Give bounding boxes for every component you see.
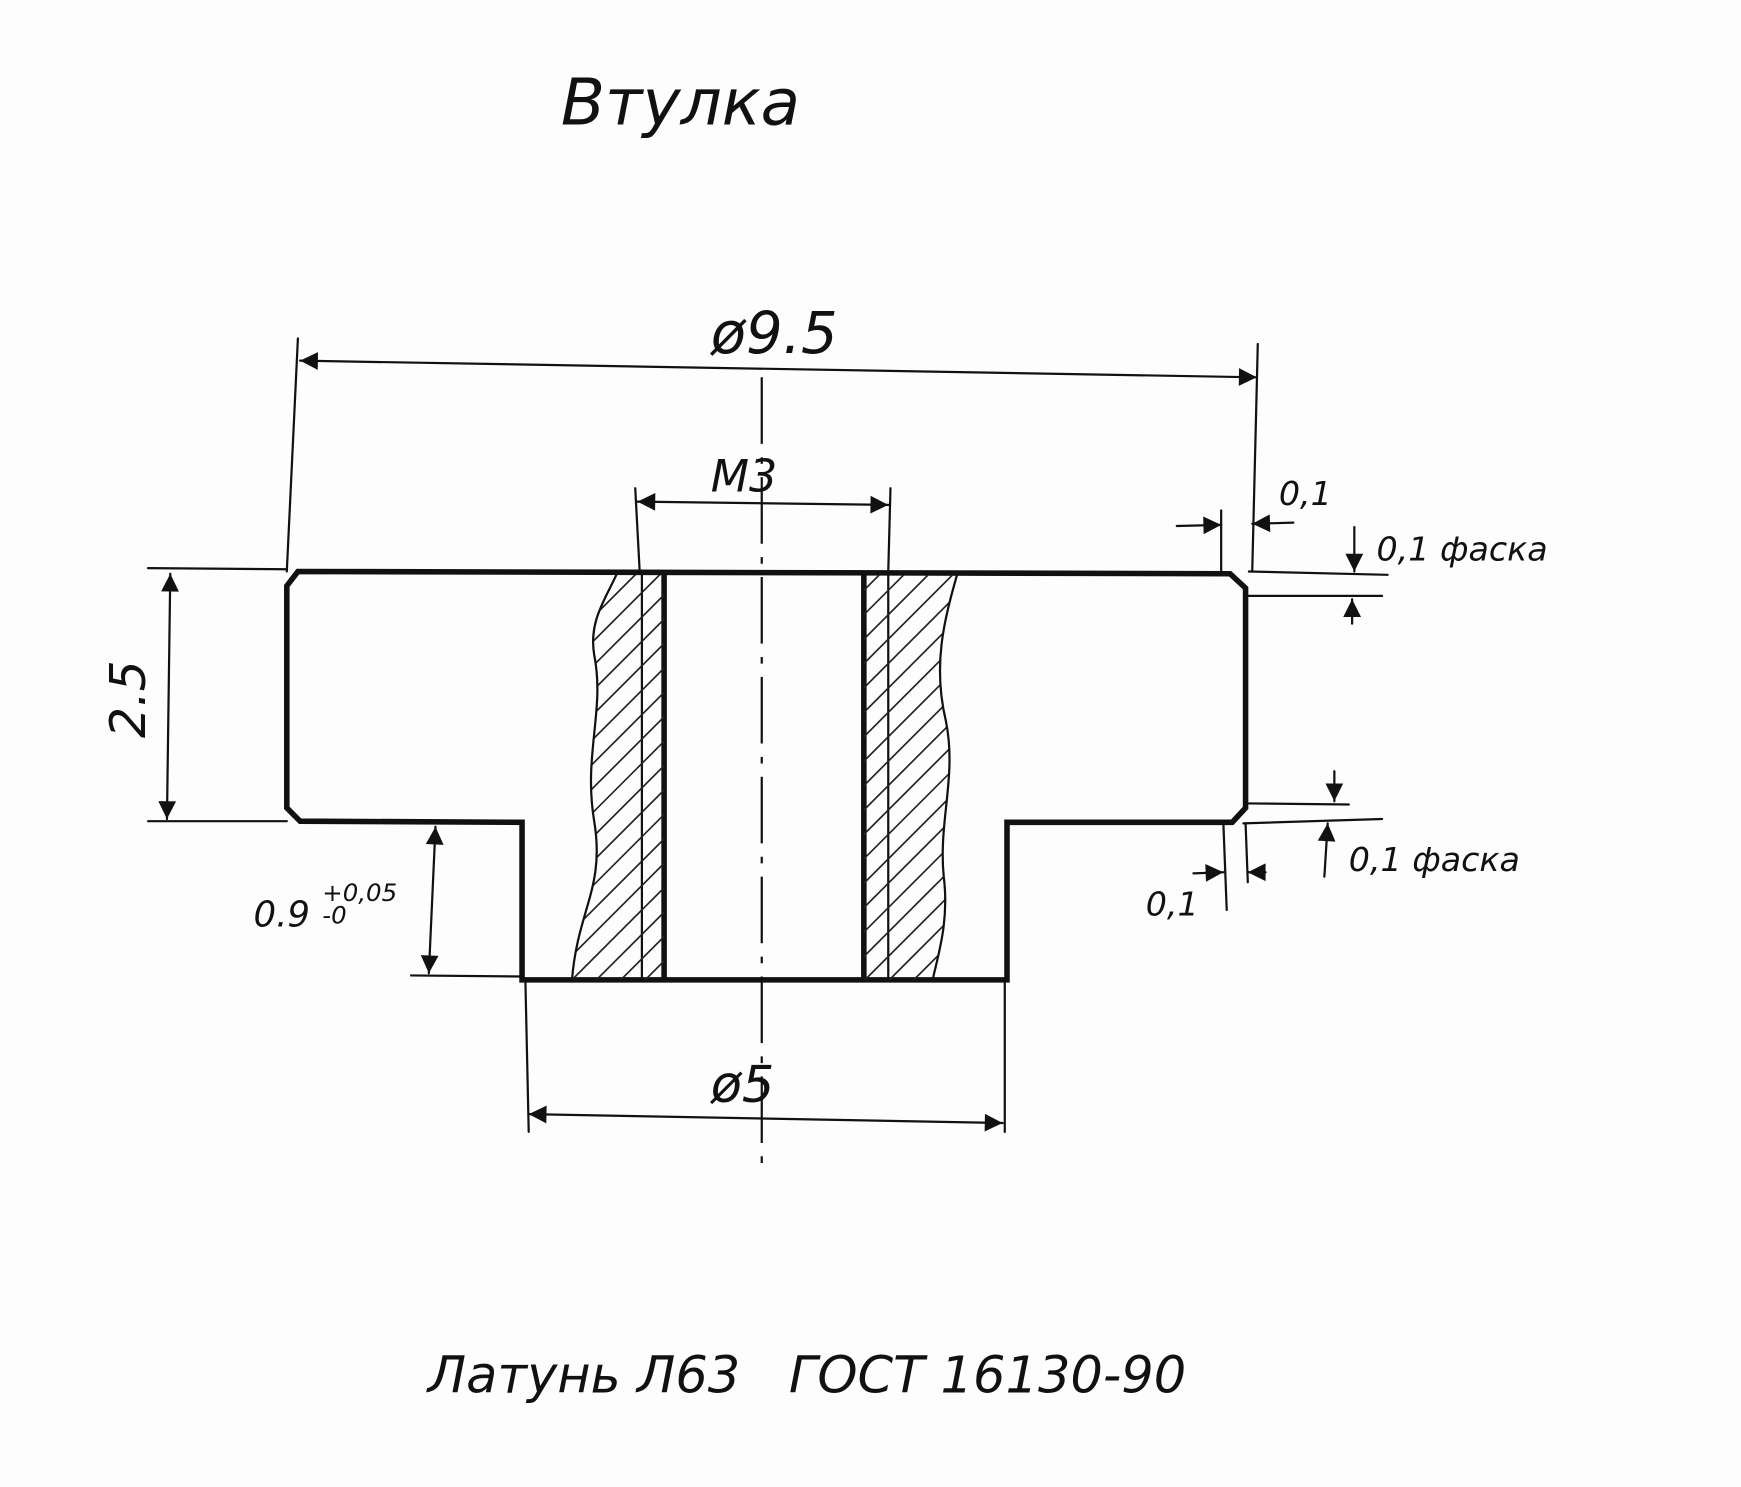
- hatch-line: [138, 533, 604, 999]
- hatch-line: [993, 533, 1459, 999]
- dim-hub-diameter: [524, 978, 1006, 1134]
- chamfer-top-label: 0,1 фаска: [1377, 529, 1548, 568]
- hatch-line: [863, 574, 958, 980]
- hatch-line: [571, 574, 665, 980]
- hatch-line: [863, 574, 958, 980]
- hatch-line: [571, 574, 665, 980]
- hatch-line: [571, 574, 665, 980]
- hatch-line: [576, 574, 665, 980]
- hatch-line: [1066, 533, 1532, 999]
- hatch-line: [163, 533, 629, 999]
- hatch-line: [571, 574, 665, 980]
- drawing-title: Втулка: [561, 65, 800, 140]
- hatch-line: [869, 574, 958, 980]
- hatch-line: [571, 574, 665, 980]
- hatch-line: [571, 574, 581, 980]
- hatch-line: [895, 533, 1361, 999]
- hatch-line: [571, 574, 605, 980]
- hatch-line: [1017, 533, 1483, 999]
- hatch-line: [1041, 533, 1507, 999]
- dim-chamfer-top: [1175, 509, 1389, 625]
- thread-label: M3: [711, 452, 778, 503]
- dim-outer-diameter: [285, 337, 1259, 573]
- hatch-line: [571, 574, 665, 980]
- hatch-line: [748, 533, 1214, 999]
- hatch-line: [863, 574, 958, 980]
- hub-diameter-label: ø5: [710, 1056, 775, 1115]
- hatch-line: [1041, 533, 1507, 999]
- hatch-line: [333, 533, 799, 999]
- hatch-line: [571, 574, 665, 980]
- chamfer-bottom-label: 0,1 фаска: [1349, 840, 1520, 879]
- hatch-line: [993, 533, 1459, 999]
- hatch-line: [863, 574, 947, 980]
- hatch-line: [1017, 533, 1483, 999]
- hatch-line: [919, 533, 1385, 999]
- hatch-line: [114, 533, 580, 999]
- hatch-line: [625, 574, 665, 980]
- hatch-line: [571, 574, 665, 980]
- hatch-line: [863, 574, 958, 980]
- hatch-line: [285, 533, 751, 999]
- hatch-line: [571, 574, 665, 980]
- dim-hub-height: [409, 825, 524, 978]
- hatch-line: [863, 574, 958, 980]
- hatch-line: [601, 574, 665, 980]
- dim-thread: [634, 487, 892, 573]
- dim-flange-height: [146, 567, 288, 823]
- hub-tol-lower: -0: [322, 900, 346, 929]
- hatch-line: [943, 574, 958, 980]
- hatch-line: [863, 574, 958, 980]
- material-note: Латунь Л63 ГОСТ 16130-90: [426, 1347, 1187, 1406]
- hub-height-label: 0.9: [254, 895, 310, 936]
- hatch-line: [863, 574, 958, 980]
- hatch-line: [968, 533, 1434, 999]
- hatch-line: [863, 574, 958, 980]
- hatch-line: [863, 574, 958, 980]
- chamfer-top-width: 0,1: [1279, 474, 1332, 513]
- hatch-line: [918, 574, 958, 980]
- dim-chamfer-bottom: [1192, 770, 1384, 912]
- hatch-line: [863, 574, 958, 980]
- hub-tol-upper: +0,05: [322, 878, 397, 907]
- hatch-line: [1066, 533, 1532, 999]
- hatch-line: [863, 574, 958, 980]
- hatch-line: [571, 574, 665, 980]
- hatch-line: [894, 574, 958, 980]
- hatch-line: [968, 533, 1434, 999]
- hatch-line: [944, 533, 1410, 999]
- outer-diameter-label: ø9.5: [710, 299, 838, 367]
- hatch-line: [571, 574, 630, 980]
- flange-height-label: 2.5: [100, 660, 157, 738]
- hatch-line: [863, 574, 958, 980]
- hatch-line: [724, 533, 1190, 999]
- chamfer-bottom-width: 0,1: [1146, 885, 1199, 924]
- hatch-line: [863, 574, 923, 980]
- hatch-line: [863, 574, 958, 980]
- hatch-line: [309, 533, 775, 999]
